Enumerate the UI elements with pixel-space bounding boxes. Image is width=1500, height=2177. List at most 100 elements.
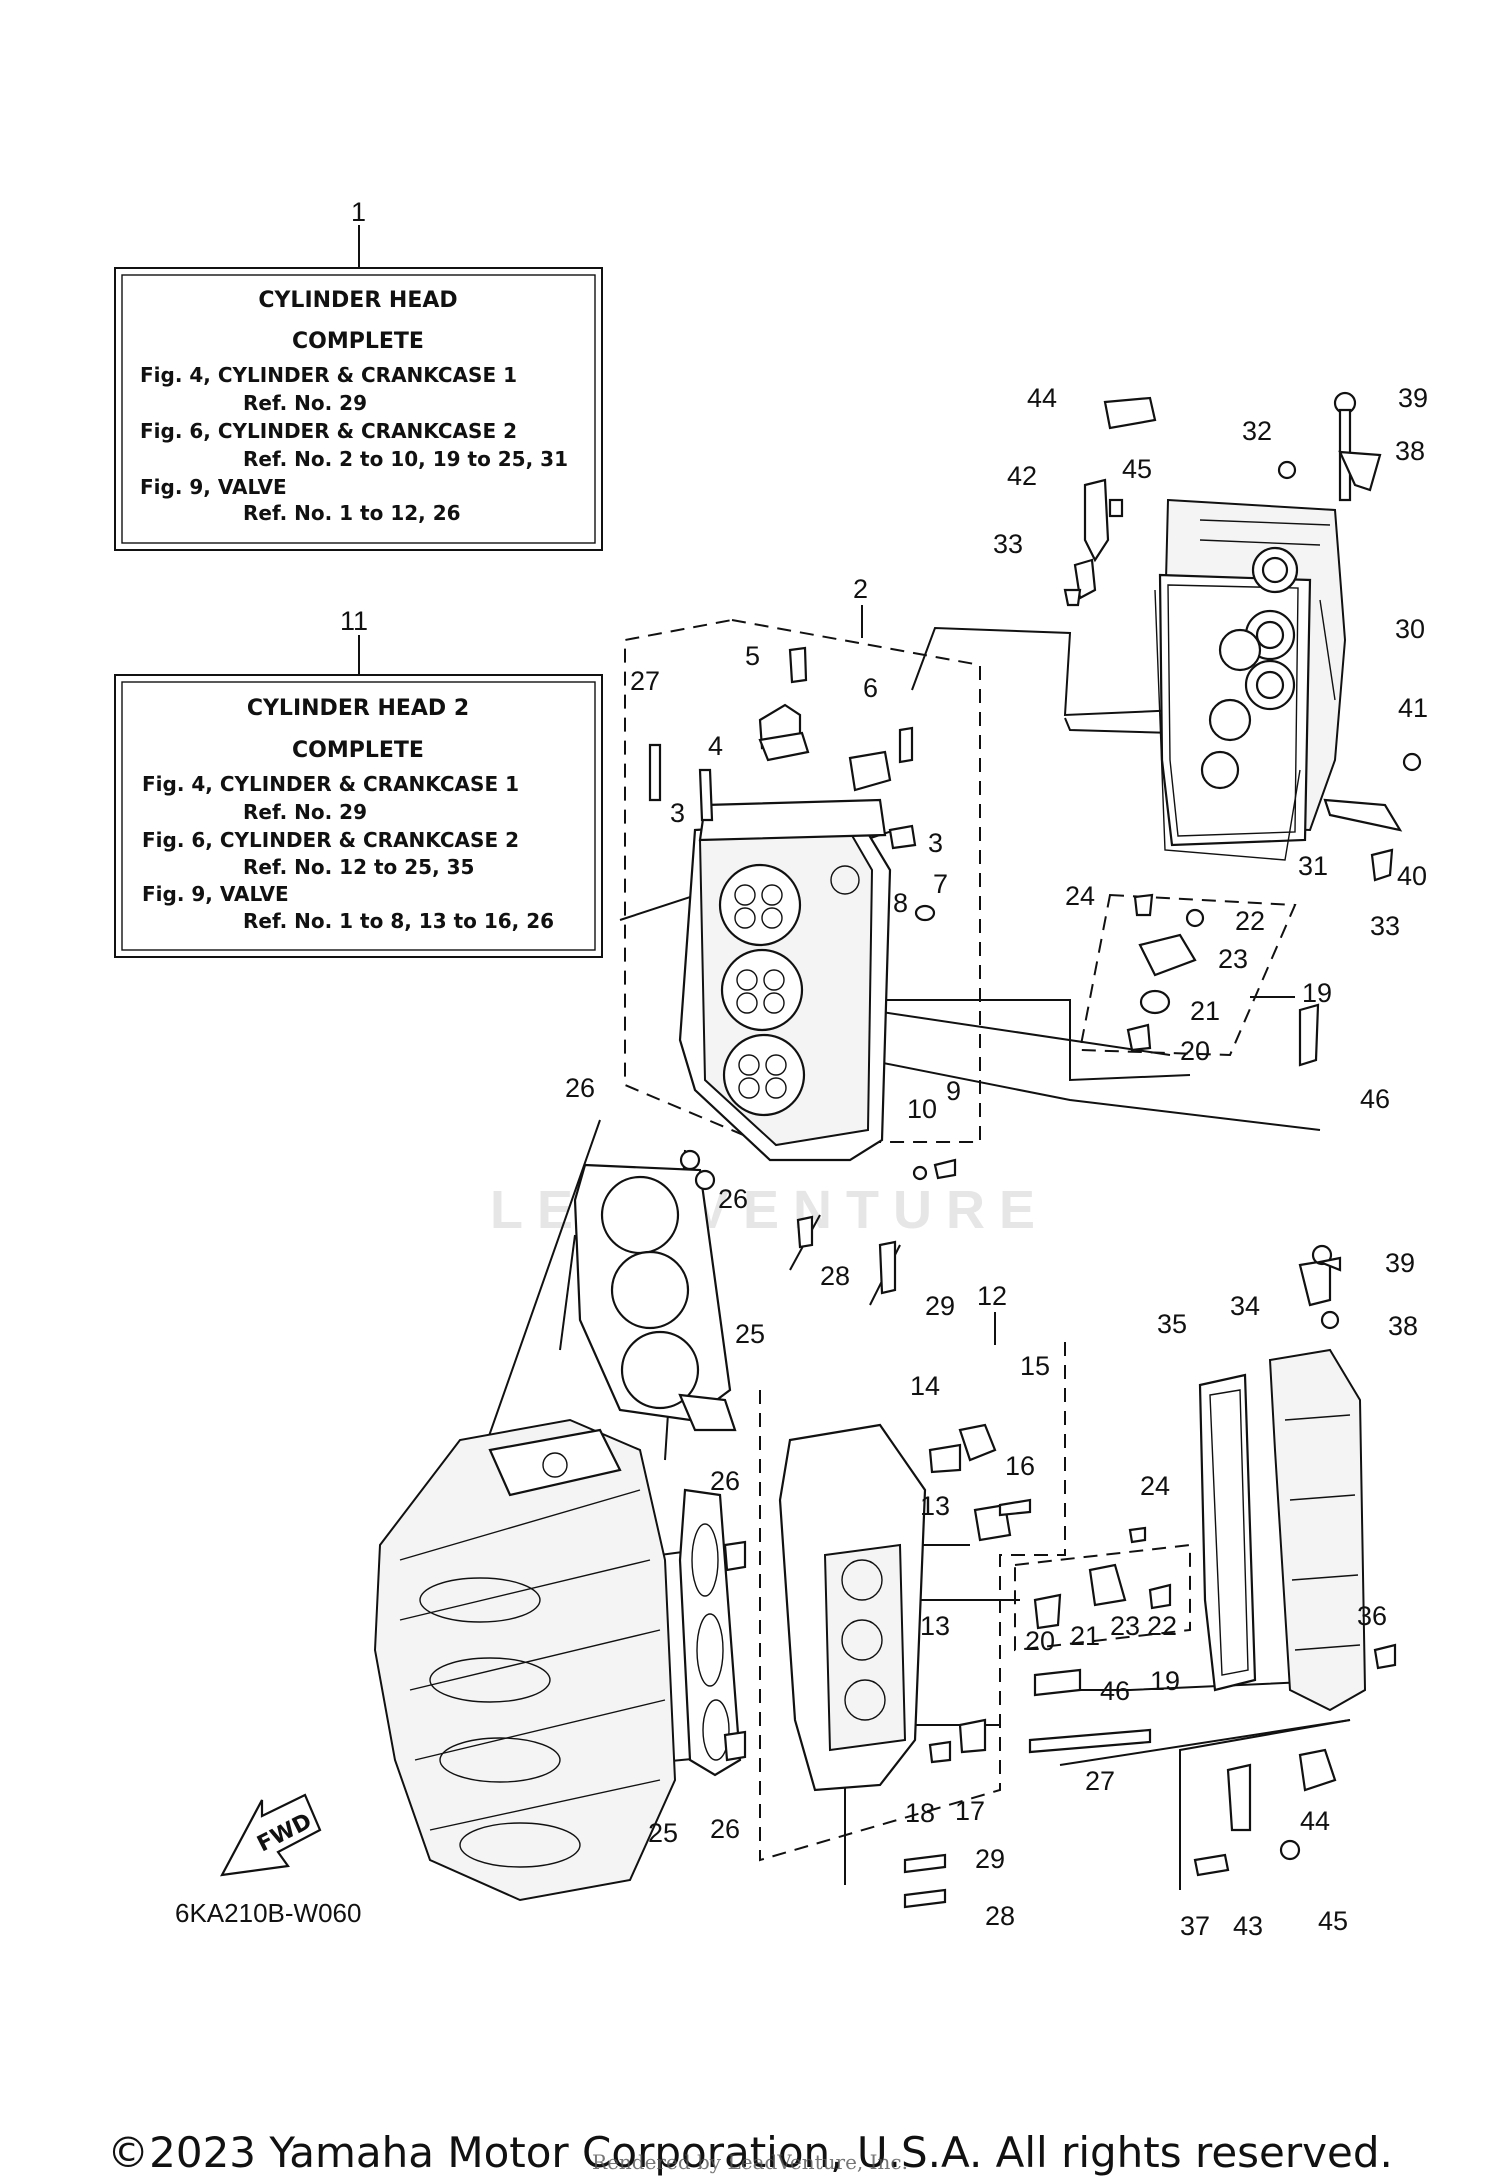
callout-37[interactable]: 37 xyxy=(1180,1911,1210,1941)
box1-line-5: Fig. 9, VALVE xyxy=(140,475,287,499)
callout-8[interactable]: 8 xyxy=(893,888,908,918)
watermark-text: LEADVENTURE xyxy=(490,1180,1049,1240)
callout-24[interactable]: 24 xyxy=(1140,1471,1170,1501)
callout-45[interactable]: 45 xyxy=(1318,1906,1348,1936)
leader-lines xyxy=(469,626,1356,1890)
callout-26[interactable]: 26 xyxy=(565,1073,595,1103)
callout-19[interactable]: 19 xyxy=(1302,978,1332,1008)
callout-27[interactable]: 27 xyxy=(1085,1766,1115,1796)
valve-cover-30 xyxy=(1158,498,1347,847)
diagram-code: 6KA210B-W060 xyxy=(175,1898,361,1928)
callout-29[interactable]: 29 xyxy=(975,1844,1005,1874)
box2-line-5: Fig. 9, VALVE xyxy=(142,882,289,906)
box1-line-6: Ref. No. 1 to 12, 26 xyxy=(243,501,461,525)
callout-25[interactable]: 25 xyxy=(735,1319,765,1349)
box2-title-line2: COMPLETE xyxy=(292,738,424,763)
callout-34[interactable]: 34 xyxy=(1230,1291,1260,1321)
callout-39[interactable]: 39 xyxy=(1398,383,1428,413)
fwd-arrow-icon: FWD xyxy=(220,1793,322,1877)
callout-14[interactable]: 14 xyxy=(910,1371,940,1401)
callout-33[interactable]: 33 xyxy=(993,529,1023,559)
callout-41[interactable]: 41 xyxy=(1398,693,1428,723)
cylinder-head-1 xyxy=(678,703,892,1162)
callout-10[interactable]: 10 xyxy=(907,1094,937,1124)
callout-33[interactable]: 33 xyxy=(1370,911,1400,941)
callout-28[interactable]: 28 xyxy=(985,1901,1015,1931)
callout-28[interactable]: 28 xyxy=(820,1261,850,1291)
callout-1[interactable]: 1 xyxy=(351,197,366,227)
head-gasket-25-lower xyxy=(678,1488,742,1777)
head-gasket-25 xyxy=(573,1163,737,1432)
callout-18[interactable]: 18 xyxy=(905,1798,935,1828)
callout-46[interactable]: 46 xyxy=(1360,1084,1390,1114)
callout-21[interactable]: 21 xyxy=(1190,996,1220,1026)
callout-29[interactable]: 29 xyxy=(925,1291,955,1321)
box1-line-4: Ref. No. 2 to 10, 19 to 25, 31 xyxy=(243,447,568,471)
callout-labels: 2 3 3 4 5 6 7 8 9 10 12 13 13 14 15 16 1… xyxy=(565,383,1428,1941)
cylinder-head-complete-box: 1 CYLINDER HEAD COMPLETE Fig. 4, CYLINDE… xyxy=(114,197,603,551)
callout-45[interactable]: 45 xyxy=(1122,454,1152,484)
callout-44[interactable]: 44 xyxy=(1300,1806,1330,1836)
callout-26[interactable]: 26 xyxy=(710,1466,740,1496)
head2-group-outline xyxy=(759,1342,1066,1862)
callout-6[interactable]: 6 xyxy=(863,673,878,703)
box1-line-3: Fig. 6, CYLINDER & CRANKCASE 2 xyxy=(140,419,517,443)
box1-title-line1: CYLINDER HEAD xyxy=(258,288,457,313)
callout-12[interactable]: 12 xyxy=(977,1281,1007,1311)
callout-44[interactable]: 44 xyxy=(1027,383,1057,413)
box2-line-6: Ref. No. 1 to 8, 13 to 16, 26 xyxy=(243,909,554,933)
callout-46[interactable]: 46 xyxy=(1100,1676,1130,1706)
callout-22[interactable]: 22 xyxy=(1147,1611,1177,1641)
box2-line-2: Ref. No. 29 xyxy=(243,800,367,824)
callout-39[interactable]: 39 xyxy=(1385,1248,1415,1278)
callout-13[interactable]: 13 xyxy=(920,1491,950,1521)
callout-27[interactable]: 27 xyxy=(630,666,660,696)
callout-23[interactable]: 23 xyxy=(1110,1611,1140,1641)
callout-22[interactable]: 22 xyxy=(1235,906,1265,936)
callout-11[interactable]: 11 xyxy=(340,606,368,636)
callout-26[interactable]: 26 xyxy=(710,1814,740,1844)
gasket-35 xyxy=(1198,1373,1257,1692)
copyright-notice: ©2023 Yamaha Motor Corporation, U.S.A. A… xyxy=(107,2128,1393,2177)
callout-17[interactable]: 17 xyxy=(955,1796,985,1826)
box2-title-line1: CYLINDER HEAD 2 xyxy=(247,696,469,721)
callout-2[interactable]: 2 xyxy=(853,574,868,604)
rendered-by-credit: Rendered by LeadVenture, Inc. xyxy=(592,2150,908,2174)
callout-3[interactable]: 3 xyxy=(928,828,943,858)
callout-21[interactable]: 21 xyxy=(1070,1621,1100,1651)
cylinder-head-2 xyxy=(778,1423,1012,1792)
callout-25[interactable]: 25 xyxy=(648,1818,678,1848)
callout-35[interactable]: 35 xyxy=(1157,1309,1187,1339)
callout-31[interactable]: 31 xyxy=(1298,851,1328,881)
callout-20[interactable]: 20 xyxy=(1180,1036,1210,1066)
callout-4[interactable]: 4 xyxy=(708,731,723,761)
gasket-31 xyxy=(1154,589,1301,861)
callout-5[interactable]: 5 xyxy=(745,641,760,671)
callout-19[interactable]: 19 xyxy=(1150,1666,1180,1696)
callout-40[interactable]: 40 xyxy=(1397,861,1427,891)
box2-line-1: Fig. 4, CYLINDER & CRANKCASE 1 xyxy=(142,772,519,796)
callout-13[interactable]: 13 xyxy=(920,1611,950,1641)
callout-15[interactable]: 15 xyxy=(1020,1351,1050,1381)
callout-36[interactable]: 36 xyxy=(1357,1601,1387,1631)
callout-42[interactable]: 42 xyxy=(1007,461,1037,491)
callout-32[interactable]: 32 xyxy=(1242,416,1272,446)
callout-9[interactable]: 9 xyxy=(946,1076,961,1106)
callout-38[interactable]: 38 xyxy=(1395,436,1425,466)
callout-23[interactable]: 23 xyxy=(1218,944,1248,974)
callout-7[interactable]: 7 xyxy=(933,869,948,899)
callout-16[interactable]: 16 xyxy=(1005,1451,1035,1481)
box2-line-3: Fig. 6, CYLINDER & CRANKCASE 2 xyxy=(142,828,519,852)
sensor-group-1-outline xyxy=(1078,893,1297,1057)
callout-26[interactable]: 26 xyxy=(718,1184,748,1214)
box1-title-line2: COMPLETE xyxy=(292,329,424,354)
cylinder-head-2-complete-box: 11 CYLINDER HEAD 2 COMPLETE Fig. 4, CYLI… xyxy=(114,606,603,958)
callout-43[interactable]: 43 xyxy=(1233,1911,1263,1941)
callout-20[interactable]: 20 xyxy=(1025,1626,1055,1656)
callout-30[interactable]: 30 xyxy=(1395,614,1425,644)
callout-38[interactable]: 38 xyxy=(1388,1311,1418,1341)
callout-24[interactable]: 24 xyxy=(1065,881,1095,911)
callout-3[interactable]: 3 xyxy=(670,798,685,828)
rocker-cover-34 xyxy=(1268,1348,1367,1712)
